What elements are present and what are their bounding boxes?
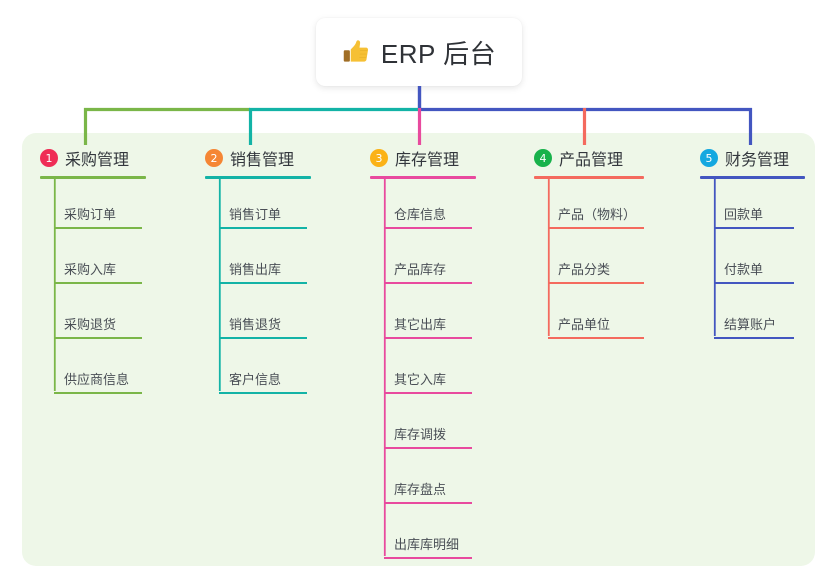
leaf-underline [384,447,472,449]
leaf-underline [548,337,644,339]
branch-header-4[interactable]: 4 产品管理 [534,146,644,170]
leaf-node-label: 付款单 [724,262,764,277]
branch-column-3: 3 库存管理仓库信息产品库存其它出库其它入库库存调拨库存盘点出库库明细 [370,146,476,559]
leaf-node[interactable]: 其它出库 [384,314,472,339]
leaf-underline [714,227,794,229]
branch-underline-3 [370,176,476,179]
leaf-underline [384,502,472,504]
leaf-underline [384,227,472,229]
branch-underline-2 [205,176,311,179]
leaf-node[interactable]: 销售退货 [219,314,307,339]
leaf-node[interactable]: 销售订单 [219,204,307,229]
leaf-underline [54,282,142,284]
leaf-node-label: 销售退货 [229,317,282,332]
leaf-underline [54,392,142,394]
leaf-node-label: 采购退货 [64,317,117,332]
leaf-underline [714,282,794,284]
leaf-underline [384,282,472,284]
leaf-node[interactable]: 销售出库 [219,259,307,284]
leaf-node-label: 其它出库 [394,317,447,332]
branch-column-4: 4 产品管理产品（物料） 产品分类产品单位 [534,146,644,339]
leaf-node-label: 销售出库 [229,262,282,277]
branch-header-5[interactable]: 5 财务管理 [700,146,805,170]
leaf-underline [219,337,307,339]
leaf-node[interactable]: 出库库明细 [384,534,472,559]
leaf-node[interactable]: 产品库存 [384,259,472,284]
branches-panel [22,133,815,566]
branch-title-1: 采购管理 [65,152,130,169]
leaf-node-label: 出库库明细 [394,537,460,552]
leaf-node-label: 结算账户 [724,317,777,332]
branch-column-2: 2 销售管理销售订单销售出库销售退货客户信息 [205,146,311,394]
leaf-node[interactable]: 采购退货 [54,314,142,339]
branch-column-5: 5 财务管理回款单付款单结算账户 [700,146,805,339]
branch-badge-2: 2 [205,149,223,167]
leaf-node[interactable]: 回款单 [714,204,794,229]
leaf-node-label: 其它入库 [394,372,447,387]
leaf-underline [54,227,142,229]
branch-title-4: 产品管理 [559,152,624,169]
leaf-node[interactable]: 采购订单 [54,204,142,229]
leaf-node-label: 库存调拨 [394,427,447,442]
leaf-node-label: 采购订单 [64,207,117,222]
leaf-node[interactable]: 客户信息 [219,369,307,394]
root-node[interactable]: ERP 后台 [316,18,522,86]
leaf-underline [219,282,307,284]
leaf-underline [384,557,472,559]
leaf-underline [714,337,794,339]
leaf-node-label: 产品单位 [558,317,611,332]
branch-badge-3: 3 [370,149,388,167]
leaf-node-label: 采购入库 [64,262,117,277]
leaf-node[interactable]: 采购入库 [54,259,142,284]
leaf-node[interactable]: 仓库信息 [384,204,472,229]
branch-title-3: 库存管理 [395,152,460,169]
leaf-node[interactable]: 产品单位 [548,314,644,339]
leaf-underline [219,227,307,229]
leaf-node[interactable]: 产品（物料） [548,204,644,229]
branch-badge-1: 1 [40,149,58,167]
leaf-node-label: 供应商信息 [64,372,130,387]
leaf-node-label: 仓库信息 [394,207,447,222]
branch-header-2[interactable]: 2 销售管理 [205,146,311,170]
leaf-node-label: 库存盘点 [394,482,447,497]
branch-header-1[interactable]: 1 采购管理 [40,146,146,170]
leaf-underline [384,392,472,394]
branch-badge-5: 5 [700,149,718,167]
leaf-underline [54,337,142,339]
branch-header-3[interactable]: 3 库存管理 [370,146,476,170]
leaf-underline [548,227,644,229]
leaf-underline [219,392,307,394]
leaf-node-label: 客户信息 [229,372,282,387]
leaf-node-label: 回款单 [724,207,764,222]
leaf-node[interactable]: 付款单 [714,259,794,284]
branch-underline-4 [534,176,644,179]
branch-underline-1 [40,176,146,179]
leaf-node-label: 产品分类 [558,262,611,277]
root-node-label: ERP 后台 [380,38,497,69]
leaf-node[interactable]: 结算账户 [714,314,794,339]
thumbs-up-icon [343,40,368,62]
branch-badge-4: 4 [534,149,552,167]
branch-title-5: 财务管理 [725,152,790,169]
branch-title-2: 销售管理 [230,152,295,169]
branch-column-1: 1 采购管理采购订单采购入库采购退货供应商信息 [40,146,146,394]
leaf-node[interactable]: 其它入库 [384,369,472,394]
leaf-node[interactable]: 库存调拨 [384,424,472,449]
leaf-node-label: 产品库存 [394,262,447,277]
leaf-underline [548,282,644,284]
leaf-node-label: 产品（物料） [558,207,637,222]
leaf-node[interactable]: 库存盘点 [384,479,472,504]
leaf-underline [384,337,472,339]
branch-underline-5 [700,176,805,179]
leaf-node[interactable]: 产品分类 [548,259,644,284]
leaf-node[interactable]: 供应商信息 [54,369,142,394]
leaf-node-label: 销售订单 [229,207,282,222]
